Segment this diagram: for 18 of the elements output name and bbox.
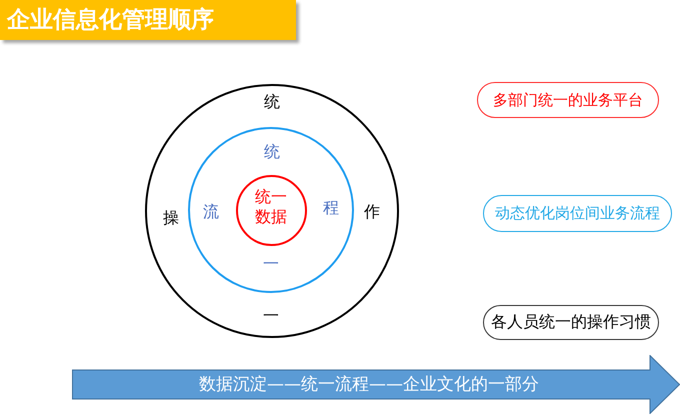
middle-circle <box>188 127 354 293</box>
ring-label: 一 <box>263 306 279 326</box>
rounded-box: 各人员统一的操作习惯 <box>483 305 659 340</box>
ring-label: 流 <box>203 202 219 222</box>
center-label: 统一数据 <box>254 187 288 227</box>
ring-label: 一 <box>263 254 279 274</box>
block-arrow <box>72 355 680 414</box>
outer-circle <box>145 84 399 338</box>
arrow-label: 数据沉淀——统一流程——企业文化的一部分 <box>199 374 539 396</box>
rounded-box: 多部门统一的业务平台 <box>477 82 659 118</box>
ring-label: 程 <box>323 198 339 218</box>
inner-circle <box>236 174 306 246</box>
ring-label: 操 <box>163 208 179 228</box>
title-banner: 企业信息化管理顺序 <box>0 0 296 40</box>
ring-label: 统 <box>264 92 280 112</box>
ring-label: 作 <box>364 202 380 222</box>
ring-label: 统 <box>264 142 280 162</box>
rounded-box: 动态优化岗位间业务流程 <box>483 195 672 232</box>
